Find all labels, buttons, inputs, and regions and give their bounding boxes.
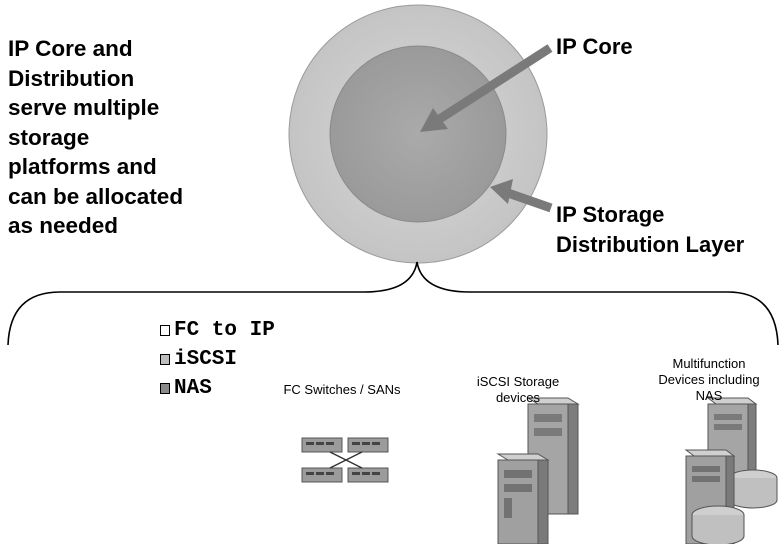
server-tower-icon — [496, 397, 580, 544]
protocol-marker — [160, 354, 170, 365]
distribution-layer-label: IP Storage Distribution Layer — [556, 202, 744, 258]
intro-text: IP Core and Distribution serve multiple … — [8, 36, 184, 238]
fc-switches-label: FC Switches / SANs — [283, 382, 401, 397]
protocol-list: FC to IP iSCSI NAS — [160, 316, 275, 403]
ip-core-label: IP Core — [556, 34, 633, 59]
protocol-label: FC to IP — [174, 319, 275, 342]
protocol-label: iSCSI — [174, 348, 238, 371]
protocol-item-nas: NAS — [160, 374, 275, 403]
iscsi-label-line1: iSCSI Storage — [476, 374, 560, 389]
multifunction-label-line3: NAS — [695, 388, 723, 403]
protocol-marker — [160, 383, 170, 394]
distribution-arrow — [490, 179, 553, 213]
iscsi-label-line2: devices — [495, 390, 541, 405]
multifunction-label-line2: Devices including — [658, 372, 760, 387]
protocol-item-fc-to-ip: FC to IP — [160, 316, 275, 345]
ip-core-circle — [329, 45, 507, 223]
protocol-marker — [160, 325, 170, 336]
nas-server-icon — [684, 397, 778, 544]
multifunction-label-line1: Multifunction — [672, 356, 746, 371]
core-arrow — [420, 44, 553, 132]
distribution-label-line1: IP Storage — [556, 202, 665, 227]
multifunction-devices-label: Multifunction Devices including NAS — [646, 356, 772, 404]
protocol-item-iscsi: iSCSI — [160, 345, 275, 374]
protocol-label: NAS — [174, 377, 212, 400]
switch-icon — [301, 437, 389, 483]
distribution-label-line2: Distribution Layer — [556, 232, 745, 257]
grouping-brace — [7, 261, 779, 346]
iscsi-storage-label: iSCSI Storage devices — [462, 374, 574, 406]
